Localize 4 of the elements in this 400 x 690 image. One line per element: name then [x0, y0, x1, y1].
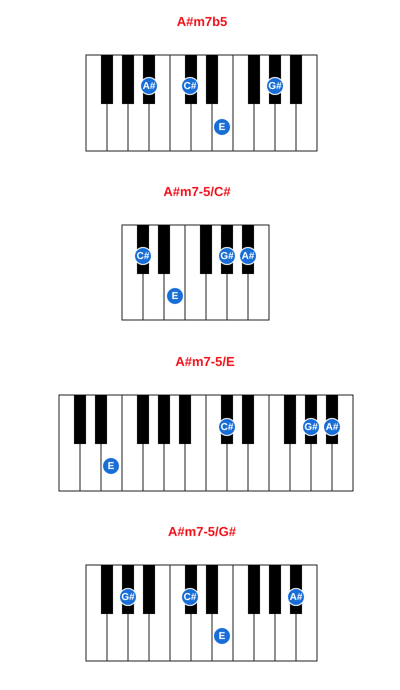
- chord-title: A#m7-5/E: [175, 354, 235, 369]
- chord-title: A#m7-5/C#: [163, 184, 231, 199]
- chord-title: A#m7-5/G#: [168, 524, 236, 539]
- chord-title: A#m7b5: [176, 14, 228, 29]
